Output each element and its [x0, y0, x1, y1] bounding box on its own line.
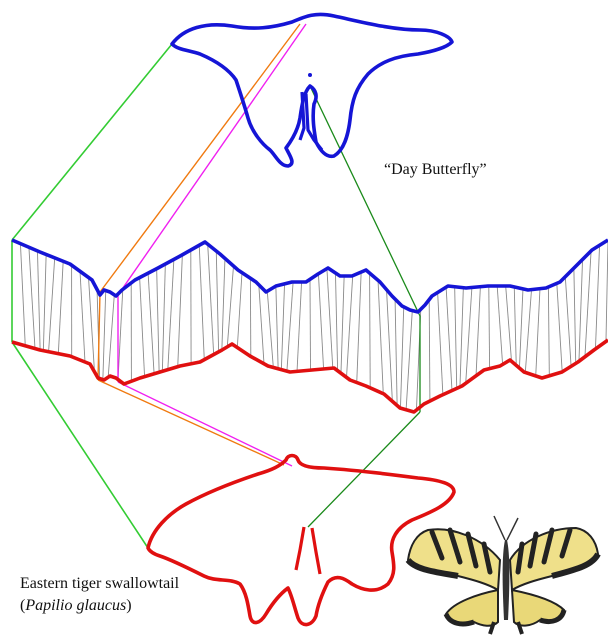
scientific-name-caption: (Papilio glaucus)	[20, 596, 132, 616]
correspondence-line	[267, 293, 273, 366]
correspondence-line	[168, 261, 174, 368]
correspondence-line	[222, 260, 225, 349]
correspondence-line	[429, 301, 430, 399]
photo-antennae	[494, 516, 518, 540]
tiger-swallowtail-photo	[402, 510, 602, 635]
photo-body	[503, 540, 510, 620]
correspondence-line	[401, 308, 404, 406]
green-link-top-left	[12, 44, 172, 240]
correspondence-line	[357, 274, 361, 381]
correspondence-line	[281, 285, 284, 368]
green-link-bottom-left	[12, 342, 148, 548]
day-butterfly-body-line	[300, 92, 322, 150]
correspondence-line	[118, 291, 123, 378]
tiger-swallowtail-body-line	[296, 527, 320, 574]
correspondence-line	[466, 289, 472, 382]
correspondence-line	[29, 249, 35, 347]
correspondence-line	[548, 289, 549, 375]
correspondence-line	[520, 290, 523, 366]
correspondence-line	[347, 277, 353, 376]
correspondence-line	[455, 288, 457, 387]
correspondence-line	[574, 270, 576, 362]
photo-right-forewing	[510, 528, 598, 590]
green-links	[12, 44, 172, 548]
correspondence-line	[565, 278, 571, 365]
correspondence-line	[178, 256, 183, 365]
correspondence-line	[506, 288, 512, 360]
dark-green-link-top	[310, 86, 420, 316]
correspondence-line	[489, 288, 490, 368]
correspondence-line	[49, 259, 55, 350]
day-butterfly-caption: “Day Butterfly”	[384, 160, 487, 180]
eastern-tiger-caption: Eastern tiger swallowtail	[20, 574, 179, 594]
correspondence-line	[80, 273, 85, 361]
correspondence-line	[514, 289, 516, 364]
correspondence-line	[327, 270, 333, 367]
correspondence-line	[395, 301, 397, 404]
correspondence-line	[476, 288, 480, 374]
correspondence-line	[162, 266, 165, 370]
correspondence-line	[89, 279, 95, 370]
correspondence-line	[58, 263, 63, 353]
correspondence-line	[43, 256, 46, 349]
correspondence-line	[557, 285, 562, 371]
magenta-links	[118, 24, 306, 466]
correspondence-line	[438, 294, 443, 393]
correspondence-line	[108, 296, 114, 375]
correspondence-line	[287, 284, 293, 370]
correspondence-line	[227, 267, 233, 345]
correspondence-line	[140, 279, 145, 375]
correspondence-line	[199, 247, 204, 359]
correspondence-line	[216, 253, 218, 351]
correspondence-line	[387, 291, 393, 400]
correspondence-line	[579, 261, 583, 360]
correspondence-line	[259, 286, 264, 362]
correspondence-line	[497, 288, 502, 364]
correspondence-line	[341, 278, 344, 372]
correspondence-line	[157, 270, 159, 371]
day-butterfly-center-marker	[308, 73, 312, 77]
correspondence-line	[208, 246, 214, 353]
correspondence-line	[336, 275, 338, 370]
orange-link-top	[100, 24, 300, 292]
sci-close-paren: )	[126, 597, 131, 614]
magenta-link-bottom	[118, 382, 292, 466]
correspondence-line	[319, 275, 324, 367]
orange-link-bottom	[98, 380, 284, 465]
correspondence-line	[370, 275, 371, 387]
correspondence-line	[103, 292, 106, 378]
correspondence-line	[310, 281, 311, 369]
correspondence-line	[446, 289, 452, 390]
correspondence-line	[460, 289, 463, 385]
correspondence-line	[38, 252, 41, 348]
correspondence-line	[406, 312, 412, 408]
correspondence-line	[148, 275, 154, 373]
correspondence-line	[237, 274, 242, 346]
correspondence-line	[536, 290, 540, 374]
correspondence-line	[596, 247, 600, 348]
correspondence-line	[378, 282, 383, 392]
correspondence-line	[585, 253, 591, 356]
correspondence-line	[297, 284, 301, 370]
correspondence-line	[276, 288, 278, 368]
scientific-name: Papilio glaucus	[25, 597, 126, 614]
correspondence-line	[21, 245, 26, 344]
correspondence-line	[525, 291, 531, 371]
correspondence-lines	[12, 242, 608, 409]
